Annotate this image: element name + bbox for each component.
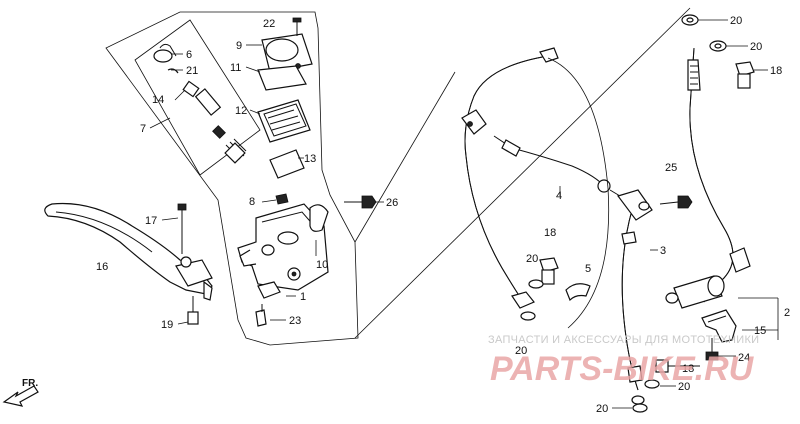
bolt-25 (659, 195, 693, 209)
front-direction-arrow: FR. (2, 378, 39, 407)
callout-22: 22 (263, 18, 275, 30)
sealing-washers (520, 14, 727, 413)
callout-9: 9 (236, 40, 242, 52)
hose-clamp-5 (565, 283, 591, 302)
callout-2: 2 (784, 307, 790, 319)
callout-3: 3 (660, 245, 666, 257)
callout-4: 4 (556, 190, 562, 202)
callout-21: 21 (186, 65, 198, 77)
callout-25: 25 (665, 162, 677, 174)
callout-20-lower-left: 20 (515, 345, 527, 357)
banjo-bolt-18-top (735, 61, 755, 89)
leader-lines (149, 19, 768, 409)
pivot-bolt-17 (177, 203, 187, 254)
watermark-caption: ЗАПЧАСТИ И АКСЕССУАРЫ ДЛЯ МОТОТЕХНИКИ (488, 334, 759, 346)
watermark-logo: PARTS-BIKE.RU (490, 350, 755, 388)
callout-18-center: 18 (544, 227, 556, 239)
direction-label: FR. (22, 378, 38, 389)
callout-1: 1 (300, 291, 306, 303)
callout-20-center: 20 (526, 253, 538, 265)
cable-routing-line (547, 57, 610, 329)
piston-kit (134, 19, 261, 176)
callout-15: 15 (754, 325, 766, 337)
callout-20-upper: 20 (750, 41, 762, 53)
callout-19: 19 (161, 319, 173, 331)
banjo-bolt-18-lower (655, 359, 700, 373)
master-cylinder-body (237, 193, 329, 327)
banjo-bolt-18-center (539, 257, 559, 285)
callout-20-top: 20 (730, 15, 742, 27)
boundary-link-line (354, 71, 456, 243)
callout-7: 7 (140, 123, 146, 135)
callout-13: 13 (304, 153, 316, 165)
callout-26: 26 (386, 197, 398, 209)
bolt-26 (344, 195, 377, 209)
callout-12: 12 (235, 105, 247, 117)
callout-18-top: 18 (770, 65, 782, 77)
callout-8: 8 (249, 196, 255, 208)
callout-10: 10 (316, 259, 328, 271)
upper-brake-hose (461, 47, 559, 309)
lower-brake-hose (617, 189, 653, 405)
boundary-link-line (354, 7, 691, 339)
three-way-joint (665, 275, 725, 309)
callout-24: 24 (738, 352, 750, 364)
callout-14: 14 (152, 94, 164, 106)
callout-20-bottom: 20 (596, 403, 608, 415)
brake-lever (44, 202, 213, 301)
bracket-15 (701, 309, 737, 343)
reservoir-cap (257, 33, 313, 179)
screw-22 (292, 17, 302, 36)
callout-16: 16 (96, 261, 108, 273)
callout-5: 5 (585, 263, 591, 275)
nut-19 (187, 296, 199, 325)
callout-11: 11 (230, 62, 241, 74)
callout-20-lower: 20 (678, 381, 690, 393)
callout-6: 6 (186, 49, 192, 61)
callout-18-lower: 18 (682, 363, 694, 375)
assembly-boundary (105, 11, 359, 346)
callout-17: 17 (145, 215, 157, 227)
brake-switch-cable (493, 135, 621, 197)
callout-23: 23 (289, 315, 301, 327)
